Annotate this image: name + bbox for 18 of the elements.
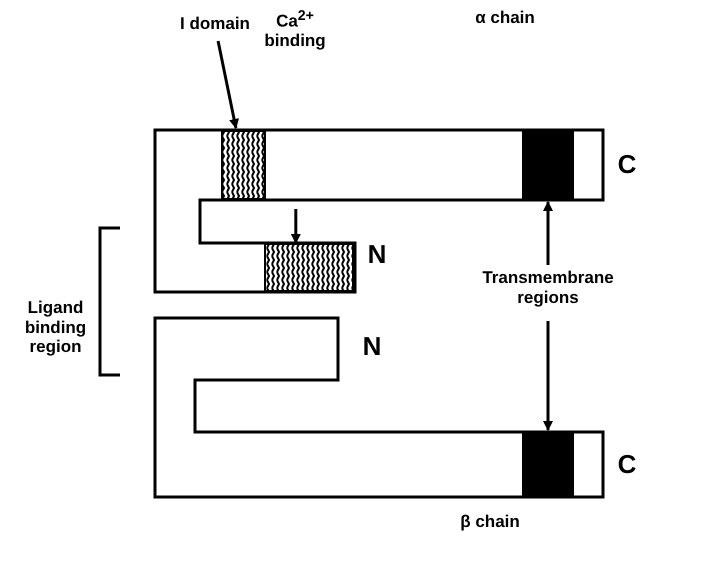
terminus-letter: C — [616, 450, 638, 480]
hatched-domain — [221, 130, 266, 200]
label-text: Transmembrane regions — [478, 268, 618, 308]
label-text: Ligand binding region — [24, 298, 88, 357]
arrow — [543, 201, 553, 265]
arrow — [543, 321, 553, 431]
arrow — [290, 209, 301, 244]
label-text: α chain — [474, 8, 536, 28]
transmembrane-block — [522, 130, 574, 200]
hatched-domain — [264, 243, 354, 292]
terminus-letter: C — [616, 150, 638, 180]
transmembrane-block — [522, 432, 574, 497]
label-text: β chain — [459, 512, 521, 532]
terminus-letter: N — [366, 240, 388, 270]
label-text: Ca$^{2+}$ binding — [263, 8, 327, 51]
terminus-letter: N — [362, 332, 382, 362]
label-text: I domain — [165, 14, 265, 34]
arrow — [216, 40, 239, 129]
